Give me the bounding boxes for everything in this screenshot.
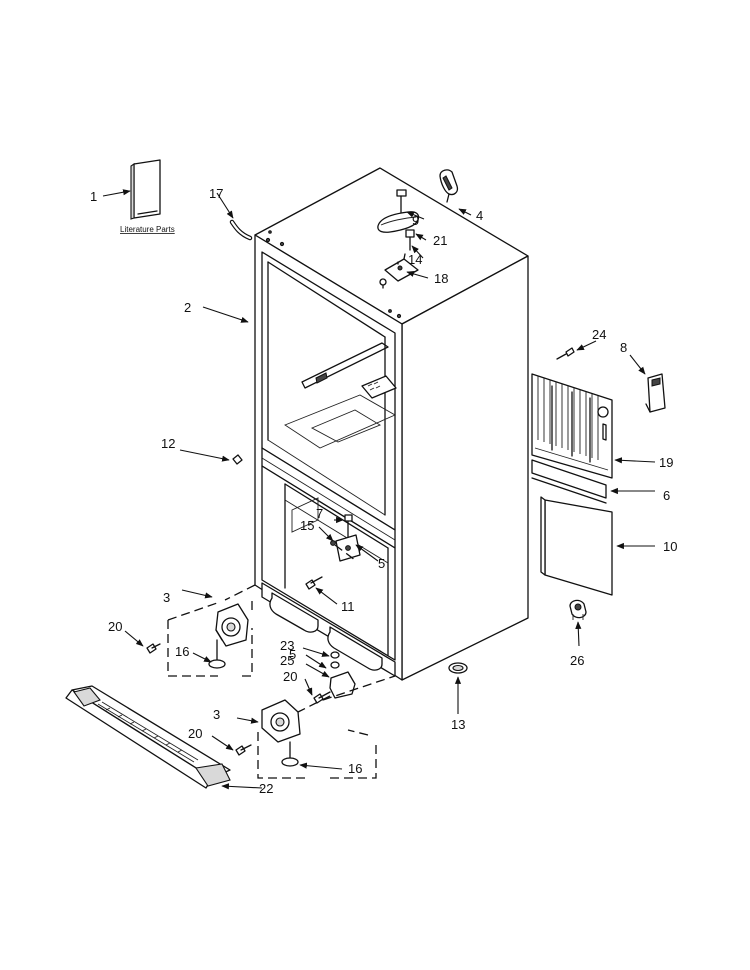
callout-11: 11 xyxy=(341,599,355,614)
toe-grille xyxy=(65,685,231,789)
callout-20-right: 20 xyxy=(188,726,202,741)
callout-7: 7 xyxy=(316,506,323,521)
callout-15: 15 xyxy=(300,518,314,533)
callout-9: 9 xyxy=(412,213,419,228)
callout-10: 10 xyxy=(663,539,677,554)
literature-parts-booklet xyxy=(130,159,161,220)
callout-24: 24 xyxy=(592,327,606,342)
callout-3-right: 3 xyxy=(213,707,220,722)
callout-13: 13 xyxy=(451,717,465,732)
callout-25: 25 xyxy=(280,653,294,668)
center-hardware xyxy=(232,454,361,590)
left-leveling-assembly xyxy=(146,584,256,677)
literature-parts-label: Literature Parts xyxy=(120,225,175,234)
callout-14: 14 xyxy=(408,252,422,267)
callout-23: 23 xyxy=(280,638,294,653)
callout-5-lower: 5 xyxy=(289,647,296,662)
callout-5-upper: 5 xyxy=(378,556,385,571)
callout-1: 1 xyxy=(90,189,97,204)
callout-20-center: 20 xyxy=(283,669,297,684)
callout-leaders xyxy=(102,189,656,790)
callout-8: 8 xyxy=(620,340,627,355)
callout-21: 21 xyxy=(433,233,447,248)
callout-17: 17 xyxy=(209,186,223,201)
right-leveling-assembly xyxy=(235,651,396,779)
callout-6: 6 xyxy=(663,488,670,503)
rear-grille-assembly xyxy=(531,347,666,620)
callout-20-left: 20 xyxy=(108,619,122,634)
callout-22: 22 xyxy=(259,781,273,796)
callout-19: 19 xyxy=(659,455,673,470)
foot-pad xyxy=(448,662,468,674)
callout-26: 26 xyxy=(570,653,584,668)
callout-2: 2 xyxy=(184,300,191,315)
callout-18: 18 xyxy=(434,271,448,286)
callout-16-right: 16 xyxy=(348,761,362,776)
callout-12: 12 xyxy=(161,436,175,451)
cabinet-body xyxy=(254,167,529,681)
callout-3-left: 3 xyxy=(163,590,170,605)
callout-numbers: 1 2 3 3 4 5 5 6 7 8 9 10 11 12 13 14 15 … xyxy=(90,186,677,796)
callout-4: 4 xyxy=(476,208,483,223)
drain-tube xyxy=(229,219,253,241)
callout-16-left: 16 xyxy=(175,644,189,659)
